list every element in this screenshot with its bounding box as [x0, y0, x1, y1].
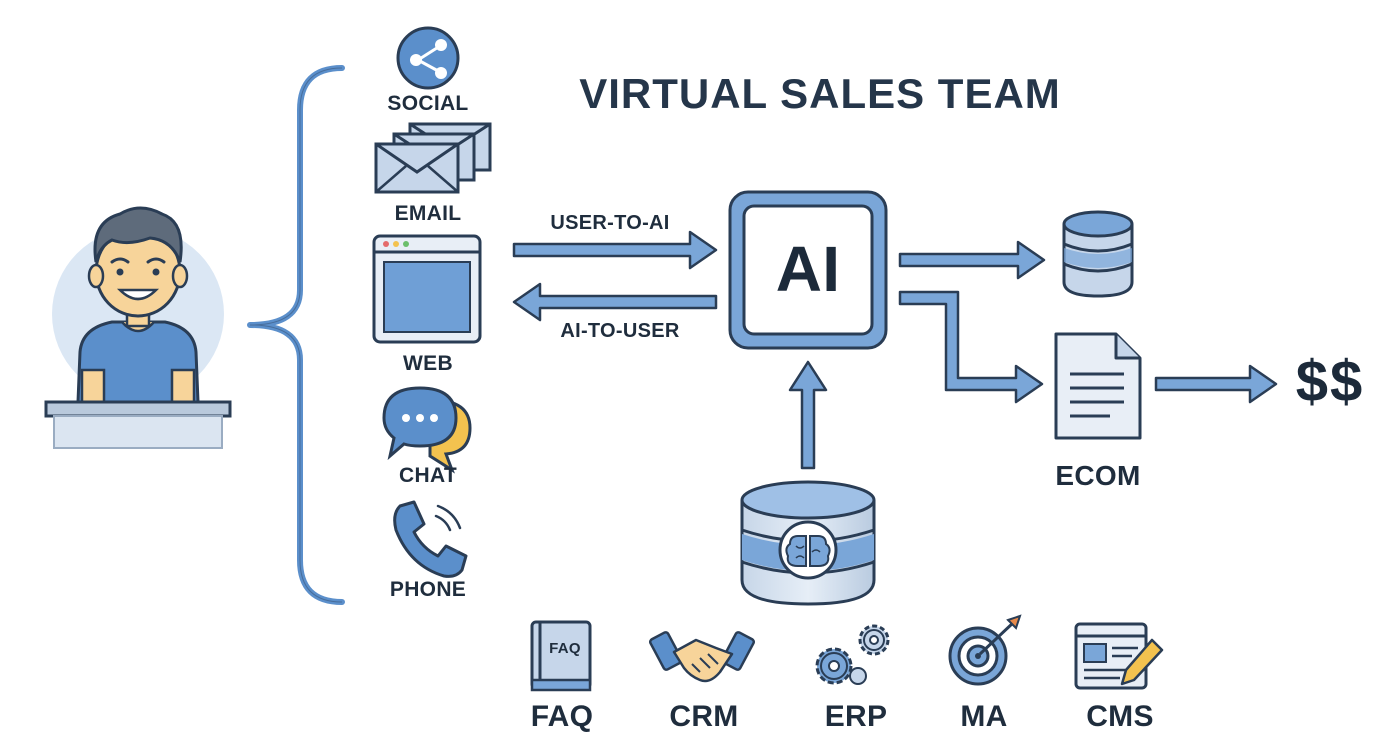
- user-to-ai-arrow: [512, 230, 718, 270]
- channels-brace: [247, 65, 345, 605]
- channel-label-social: SOCIAL: [387, 92, 469, 115]
- target-icon: [948, 614, 1022, 686]
- ai-to-user-arrow: [512, 282, 718, 322]
- email-icon: [374, 122, 492, 194]
- ai-to-ecom-arrow: [898, 290, 1044, 404]
- system-label-faq: FAQ: [530, 700, 594, 733]
- channel-label-email: EMAIL: [394, 202, 462, 225]
- person-illustration: [44, 206, 232, 449]
- ai-box: [728, 190, 888, 350]
- browser-window-icon: [372, 234, 482, 344]
- share-icon: [396, 26, 460, 90]
- knowledge-base-database-icon: [740, 480, 876, 606]
- channel-label-web: WEB: [403, 352, 453, 375]
- faq-book-icon: [530, 620, 592, 692]
- diagram-title: VIRTUAL SALES TEAM: [579, 70, 1061, 117]
- phone-icon: [393, 500, 468, 578]
- ai-to-database-arrow: [898, 240, 1046, 280]
- ai-to-user-label: AI-TO-USER: [560, 320, 680, 342]
- handshake-icon: [648, 631, 756, 683]
- faq-book-text: FAQ: [549, 640, 581, 657]
- chat-bubbles-icon: [382, 386, 472, 474]
- user-to-ai-label: USER-TO-AI: [550, 212, 670, 234]
- ai-label: AI: [775, 233, 841, 305]
- channel-label-phone: PHONE: [389, 578, 467, 601]
- channel-label-chat: CHAT: [399, 464, 457, 487]
- money-label: $$: [1295, 349, 1365, 414]
- brain-icon: [785, 535, 831, 567]
- cms-editor-icon: [1074, 622, 1164, 690]
- system-label-ma: MA: [960, 700, 1008, 733]
- ecom-to-money-arrow: [1154, 364, 1278, 404]
- gears-icon: [815, 624, 890, 685]
- database-icon: [1062, 210, 1134, 298]
- document-icon: [1054, 332, 1142, 440]
- system-label-erp: ERP: [824, 700, 888, 733]
- knowledge-to-ai-arrow: [788, 360, 828, 470]
- system-label-cms: CMS: [1086, 700, 1154, 733]
- ecom-label: ECOM: [1055, 460, 1141, 491]
- system-label-crm: CRM: [669, 700, 739, 733]
